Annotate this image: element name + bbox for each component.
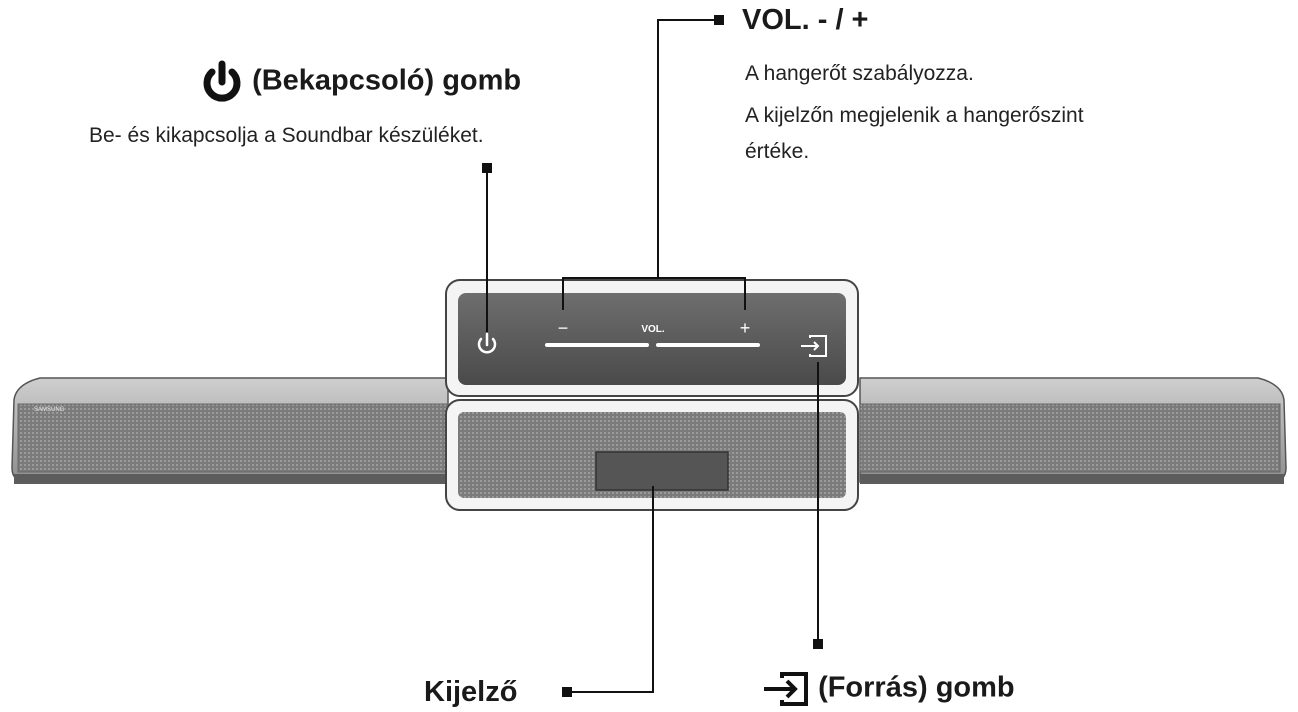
soundbar-right-section [859, 377, 1287, 484]
volume-description-2: A kijelzőn megjelenik a hangerőszint [745, 104, 1084, 127]
panel-vol-label: VOL. [641, 324, 665, 335]
source-input-icon [764, 672, 808, 706]
source-title: (Forrás) gomb [818, 671, 1015, 704]
display-window [595, 451, 729, 491]
brand-logo: SAMSUNG [34, 407, 65, 413]
soundbar-left-section [11, 377, 449, 484]
power-heading: (Bekapcsoló) gomb [200, 60, 521, 104]
power-icon [203, 60, 241, 102]
power-title: (Bekapcsoló) gomb [252, 64, 522, 97]
volume-description-1: A hangerőt szabályozza. [745, 62, 974, 85]
panel-minus-label: − [558, 318, 569, 338]
leader-markers [482, 15, 823, 697]
vol-plus-bar [656, 343, 760, 347]
volume-description-3: értéke. [745, 140, 810, 163]
display-section [445, 399, 859, 511]
control-panel: − VOL. + [445, 279, 859, 397]
volume-title: VOL. - / + [742, 4, 869, 36]
leader-lines [486, 19, 819, 693]
panel-source-icon [801, 335, 827, 357]
panel-power-icon [477, 332, 497, 354]
display-title: Kijelző [424, 676, 518, 708]
vol-minus-bar [545, 343, 649, 347]
source-heading: (Forrás) gomb [760, 670, 1015, 708]
power-description: Be- és kikapcsolja a Soundbar készüléket… [89, 124, 484, 147]
panel-plus-label: + [740, 318, 751, 338]
